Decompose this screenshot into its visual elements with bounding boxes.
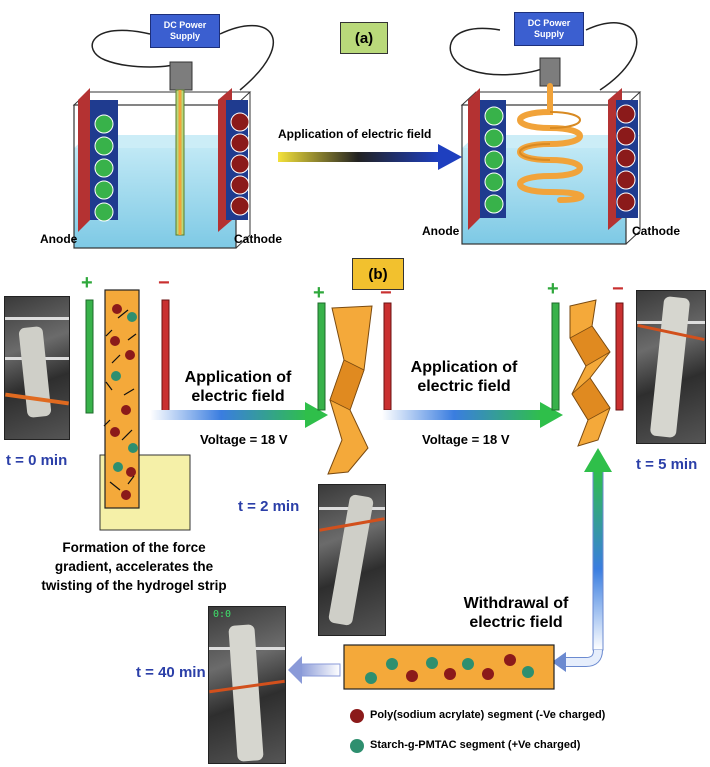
photo-t0 [4, 296, 70, 440]
arrow-b2 [382, 402, 563, 428]
arrow-left [288, 656, 341, 684]
arrow-b2-label: Application of electric field [410, 359, 518, 395]
force-arrows [103, 309, 137, 491]
strip-t5 [569, 299, 611, 447]
arrow-b1-label: Application of electric field [184, 369, 292, 405]
anode-label-right: Anode [422, 224, 460, 238]
legend-green-label: Starch-g-PMTAC segment (+Ve charged) [370, 739, 581, 751]
strip-t2 [327, 305, 373, 475]
time-t0: t = 0 min [6, 452, 68, 469]
time-t2: t = 2 min [238, 498, 300, 515]
withdrawal-label: Withdrawal of electric field [463, 595, 569, 631]
strip-relaxed [343, 644, 555, 690]
cathode-label-right: Cathode [632, 224, 680, 238]
strip-t0-particles [110, 304, 138, 500]
minus-sign-t2: − [380, 282, 392, 304]
time-t40: t = 40 min [136, 664, 206, 681]
arrow-a [278, 144, 462, 170]
arrow-up [552, 448, 612, 672]
legend-red-label: Poly(sodium acrylate) segment (-Ve charg… [370, 709, 606, 721]
cathode-label-left: Cathode [234, 232, 282, 246]
force-gradient-caption: Formation of the force gradient, acceler… [41, 540, 227, 593]
plus-sign-t0: + [81, 272, 93, 294]
photo-timer: 0:0 [213, 609, 232, 620]
time-t5: t = 5 min [636, 456, 698, 473]
dc-power-supply-left: DC Power Supply [150, 14, 220, 48]
cathode-particles-right [616, 104, 636, 212]
minus-sign-t0: − [158, 272, 170, 294]
anode-particles-right [484, 106, 504, 214]
anode-particles-left [94, 114, 114, 222]
plus-sign-t2: + [313, 282, 325, 304]
photo-t2 [318, 484, 386, 636]
minus-sign-t5: − [612, 278, 624, 300]
anode-label-left: Anode [40, 232, 78, 246]
panel-a-label: (a) [340, 22, 388, 54]
electrodes-t5 [551, 302, 624, 411]
dc-power-supply-right: DC Power Supply [514, 12, 584, 46]
cathode-particles-left [230, 112, 250, 216]
arrow-b1 [150, 402, 328, 428]
plus-sign-t5: + [547, 278, 559, 300]
legend-markers [350, 709, 364, 753]
voltage-label-2: Voltage = 18 V [422, 432, 510, 447]
tank-right [449, 22, 642, 245]
voltage-label-1: Voltage = 18 V [200, 432, 288, 447]
arrow-a-label: Application of electric field [278, 127, 432, 141]
photo-t5 [636, 290, 706, 444]
photo-t40: 0:0 [208, 606, 286, 764]
panel-b-label: (b) [352, 258, 404, 290]
